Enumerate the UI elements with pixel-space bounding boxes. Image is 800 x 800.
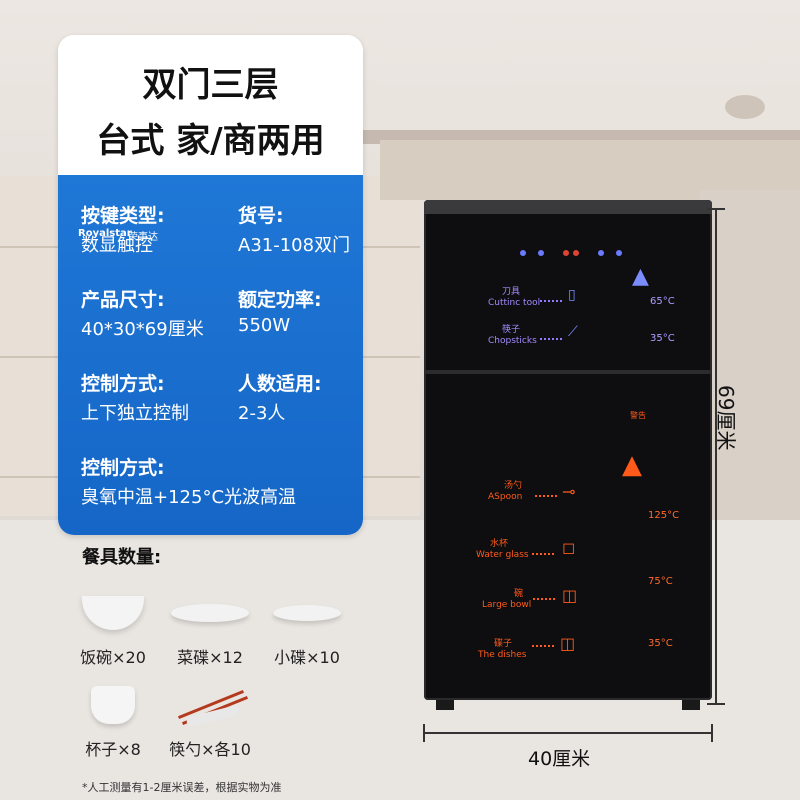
lower-item-2-en: Water glass <box>476 550 529 560</box>
dish-icon: ◫ <box>560 634 576 653</box>
spec-panel-body: 按键类型: 数显触控 货号: A31-108双门 产品尺寸: 40*30*69厘… <box>58 175 363 535</box>
small-dish-image <box>273 605 341 621</box>
lower-temp-high: 125°C <box>648 510 680 521</box>
vase-decoration <box>725 95 765 119</box>
lower-temp-low: 35°C <box>648 638 673 649</box>
warning-label: 警告 <box>630 411 646 420</box>
title-line-1: 双门三层 <box>142 65 279 105</box>
cabinet-top <box>424 200 712 214</box>
plate-image <box>171 604 249 622</box>
upper-leader-1 <box>540 300 562 302</box>
tableware-item-small-dish: 小碟×10 <box>262 588 352 668</box>
upper-temp-high: 65°C <box>650 296 675 307</box>
lower-item-1-en: ASpoon <box>488 492 523 502</box>
chopsticks-spoon-image <box>170 685 250 728</box>
upper-heat-arrow-icon: ▲ <box>632 264 649 289</box>
touch-button-power[interactable] <box>520 250 526 256</box>
lower-item-4-cn: 碟子 <box>494 639 513 649</box>
cabinet-foot-left <box>436 700 454 710</box>
spoon-icon: ⊸ <box>562 482 576 501</box>
upper-temp-low: 35°C <box>650 333 675 344</box>
bowl-icon: ◫ <box>562 586 578 605</box>
cup-image <box>91 686 135 724</box>
tableware-item-chopsticks-spoon: 筷勺×各10 <box>165 680 255 760</box>
lower-leader-2 <box>532 553 554 555</box>
tableware-title: 餐具数量: <box>82 547 162 568</box>
tableware-item-rice-bowl: 饭碗×20 <box>68 588 158 668</box>
tableware-label: 小碟×10 <box>274 648 340 667</box>
tableware-item-plate: 菜碟×12 <box>165 588 255 668</box>
spec-value-key-type: 数显触控 <box>81 235 153 256</box>
upper-leader-2 <box>540 338 562 340</box>
upper-item-2-cn: 筷子 <box>502 325 521 335</box>
lower-leader-3 <box>533 598 555 600</box>
cup-icon: ◻ <box>562 538 576 557</box>
spec-value-model: A31-108双门 <box>238 235 351 256</box>
spec-label-control: 控制方式: <box>81 373 165 395</box>
lower-item-2-cn: 水杯 <box>490 539 509 549</box>
knife-icon: ▯ <box>568 287 576 303</box>
brand-logo-en: Royalstar <box>78 228 132 239</box>
door-divider <box>424 370 712 374</box>
lower-item-3-en: Large bowl <box>482 600 532 610</box>
lower-heat-arrow-icon: ▲ <box>622 450 642 480</box>
tableware-label: 菜碟×12 <box>177 648 243 667</box>
width-dimension-label: 40厘米 <box>528 748 591 770</box>
tableware-label: 杯子×8 <box>85 740 141 759</box>
upper-item-1-en: Cuttinc tool <box>488 298 541 308</box>
touch-button-upper[interactable] <box>598 250 604 256</box>
chopsticks-icon: ⟋ <box>568 324 578 340</box>
width-dimension-line <box>423 724 713 742</box>
spec-label-key-type: 按键类型: <box>81 205 165 227</box>
display-digit-2 <box>573 250 579 256</box>
lower-item-4-en: The dishes <box>478 650 527 660</box>
touch-button-mode[interactable] <box>538 250 544 256</box>
lower-temp-mid: 75°C <box>648 576 673 587</box>
spec-value-control: 上下独立控制 <box>81 403 189 424</box>
tableware-label: 饭碗×20 <box>80 648 146 667</box>
lower-leader-4 <box>532 645 554 647</box>
spec-value-people: 2-3人 <box>238 403 286 424</box>
spec-label-power: 额定功率: <box>238 289 322 311</box>
height-dimension-line <box>707 208 725 705</box>
lower-item-1-cn: 汤勺 <box>504 481 523 491</box>
upper-item-2-en: Chopsticks <box>488 336 537 346</box>
brand-logo-cn: 荣事达 <box>128 232 158 243</box>
spec-label-people: 人数适用: <box>238 373 322 395</box>
touch-button-lower[interactable] <box>616 250 622 256</box>
spec-label-size: 产品尺寸: <box>81 289 165 311</box>
lower-item-3-cn: 碗 <box>514 589 524 599</box>
height-dimension-label: 69厘米 <box>714 385 738 451</box>
spec-panel-header: 双门三层 台式 家/商两用 <box>58 35 363 175</box>
spec-value-power: 550W <box>238 315 291 336</box>
upper-item-1-cn: 刀具 <box>502 287 521 297</box>
measurement-note: *人工测量有1-2厘米误差，根据实物为准 <box>82 781 282 794</box>
tableware-item-cup: 杯子×8 <box>68 680 158 760</box>
rice-bowl-image <box>82 596 144 630</box>
disinfection-cabinet <box>424 200 712 710</box>
title-line-2: 台式 家/商两用 <box>96 121 325 161</box>
spec-label-model: 货号: <box>238 205 284 227</box>
spec-panel: 双门三层 台式 家/商两用 按键类型: 数显触控 货号: A31-108双门 产… <box>58 35 363 535</box>
spec-value-size: 40*30*69厘米 <box>81 319 204 340</box>
cabinet-foot-right <box>682 700 700 710</box>
spec-value-control-method: 臭氧中温+125°C光波高温 <box>81 487 297 508</box>
tableware-label: 筷勺×各10 <box>169 740 251 759</box>
display-digit-1 <box>563 250 569 256</box>
spec-label-control-method: 控制方式: <box>81 457 165 479</box>
lower-leader-1 <box>535 495 557 497</box>
